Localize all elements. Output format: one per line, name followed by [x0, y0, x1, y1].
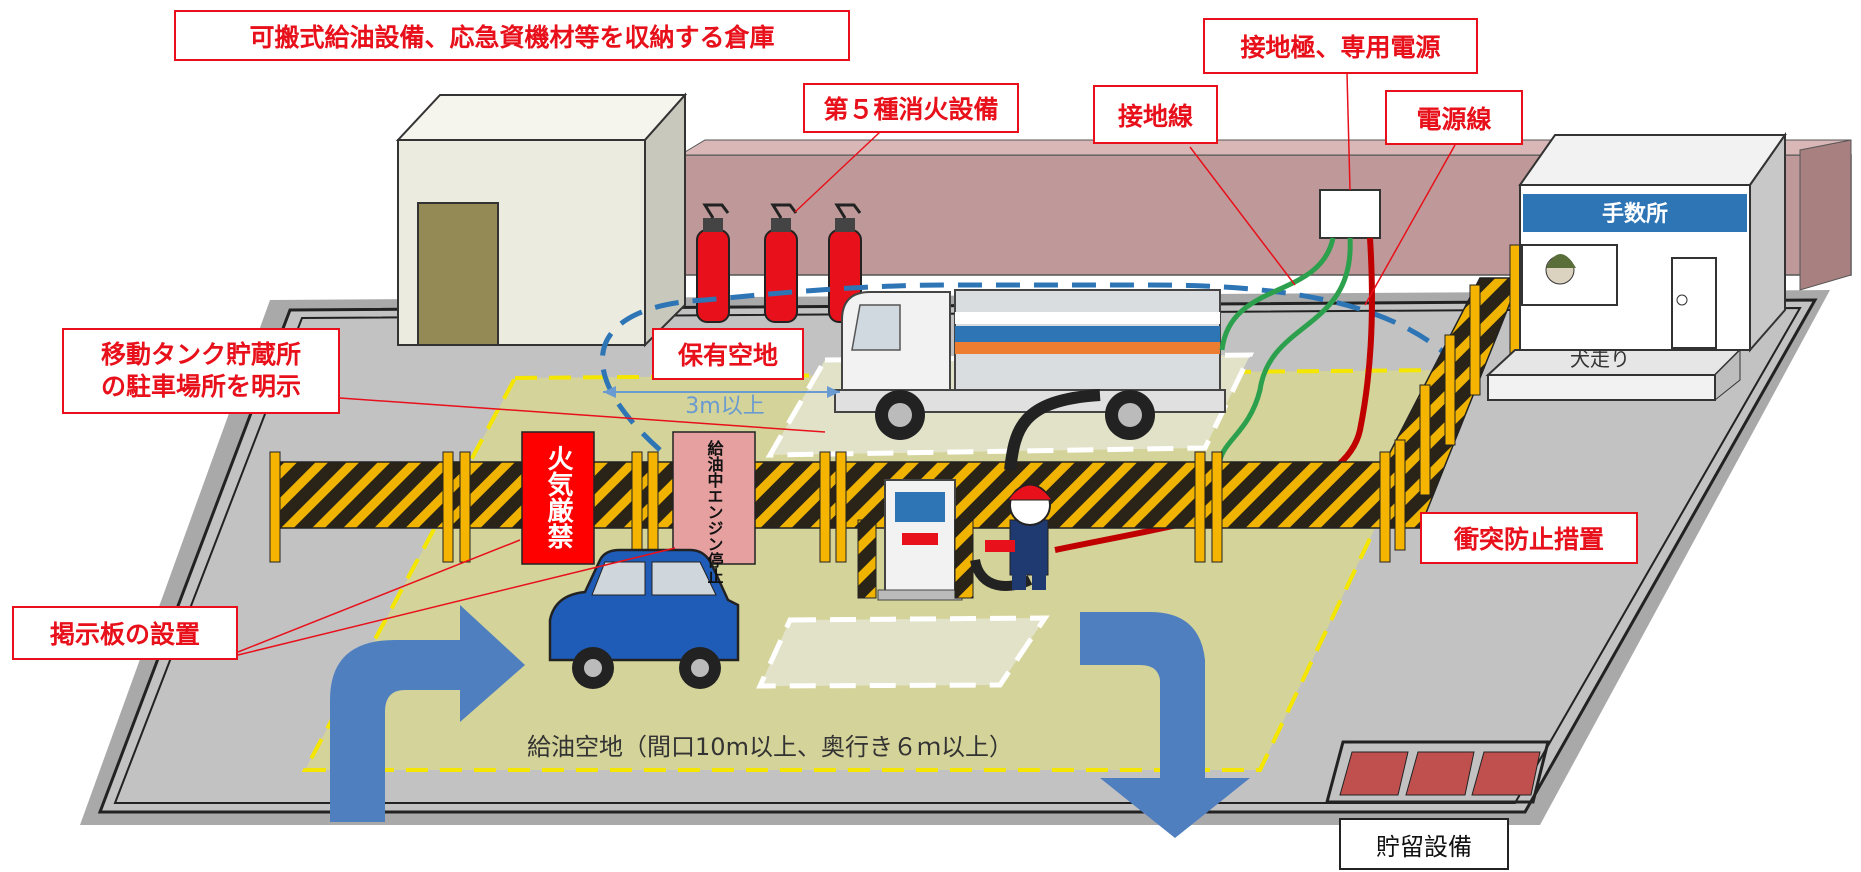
engine-stop-sign	[672, 431, 756, 565]
distance-indicator	[603, 386, 840, 398]
callout-signboard: 掲示板の設置	[12, 606, 238, 660]
warehouse	[395, 92, 688, 348]
fire-sign-text: 火気厳禁	[543, 445, 573, 550]
collision-barrier	[269, 244, 1522, 563]
exit-arrow	[1080, 612, 1250, 838]
callout-ground-electrode: 接地極、専用電源	[1203, 18, 1478, 74]
callout-warehouse: 可搬式給油設備、応急資機材等を収納する倉庫	[174, 10, 850, 61]
storage-label: 貯留設備	[1339, 818, 1509, 870]
callout-power-line: 電源線	[1385, 90, 1523, 145]
engine-sign-text: 給油中エンジン停止	[705, 439, 724, 584]
office-sign-label: 手数所	[1602, 201, 1668, 227]
fire-prohibited-sign	[521, 431, 595, 565]
leader-lines	[237, 72, 1456, 656]
callout-parking-line2: の駐車場所を明示	[100, 372, 301, 401]
walkway-label: 犬走り	[1570, 347, 1630, 371]
entry-arrow	[330, 605, 525, 822]
reserved-space-boundary	[599, 282, 1472, 452]
grounding-wire	[1219, 237, 1336, 351]
car	[548, 548, 740, 689]
car-parking-spot	[756, 615, 1050, 689]
warehouse-door	[417, 202, 499, 346]
ground-electrode-box	[1319, 189, 1381, 239]
callout-parking-line1: 移動タンク貯蔵所	[100, 339, 301, 369]
office-sign	[1523, 194, 1747, 232]
callout-collision-prevention: 衝突防止措置	[1420, 512, 1638, 564]
callout-reserved-space: 保有空地	[652, 328, 804, 380]
fuel-dispenser	[857, 479, 974, 601]
refuel-area-label: 給油空地（間口10m以上、奥行き６ｍ以上）	[527, 733, 1013, 761]
callout-grounding-wire: 接地線	[1093, 85, 1218, 144]
fire-extinguishers	[696, 203, 862, 323]
worker	[985, 484, 1053, 590]
distance-label: 3m以上	[685, 394, 764, 419]
callout-extinguisher: 第５種消火設備	[803, 83, 1019, 133]
callout-parking-location: 移動タンク貯蔵所 の駐車場所を明示	[62, 328, 340, 414]
storage-grates	[1325, 740, 1550, 804]
tanker-truck	[834, 289, 1226, 440]
office-building	[1485, 131, 1787, 402]
